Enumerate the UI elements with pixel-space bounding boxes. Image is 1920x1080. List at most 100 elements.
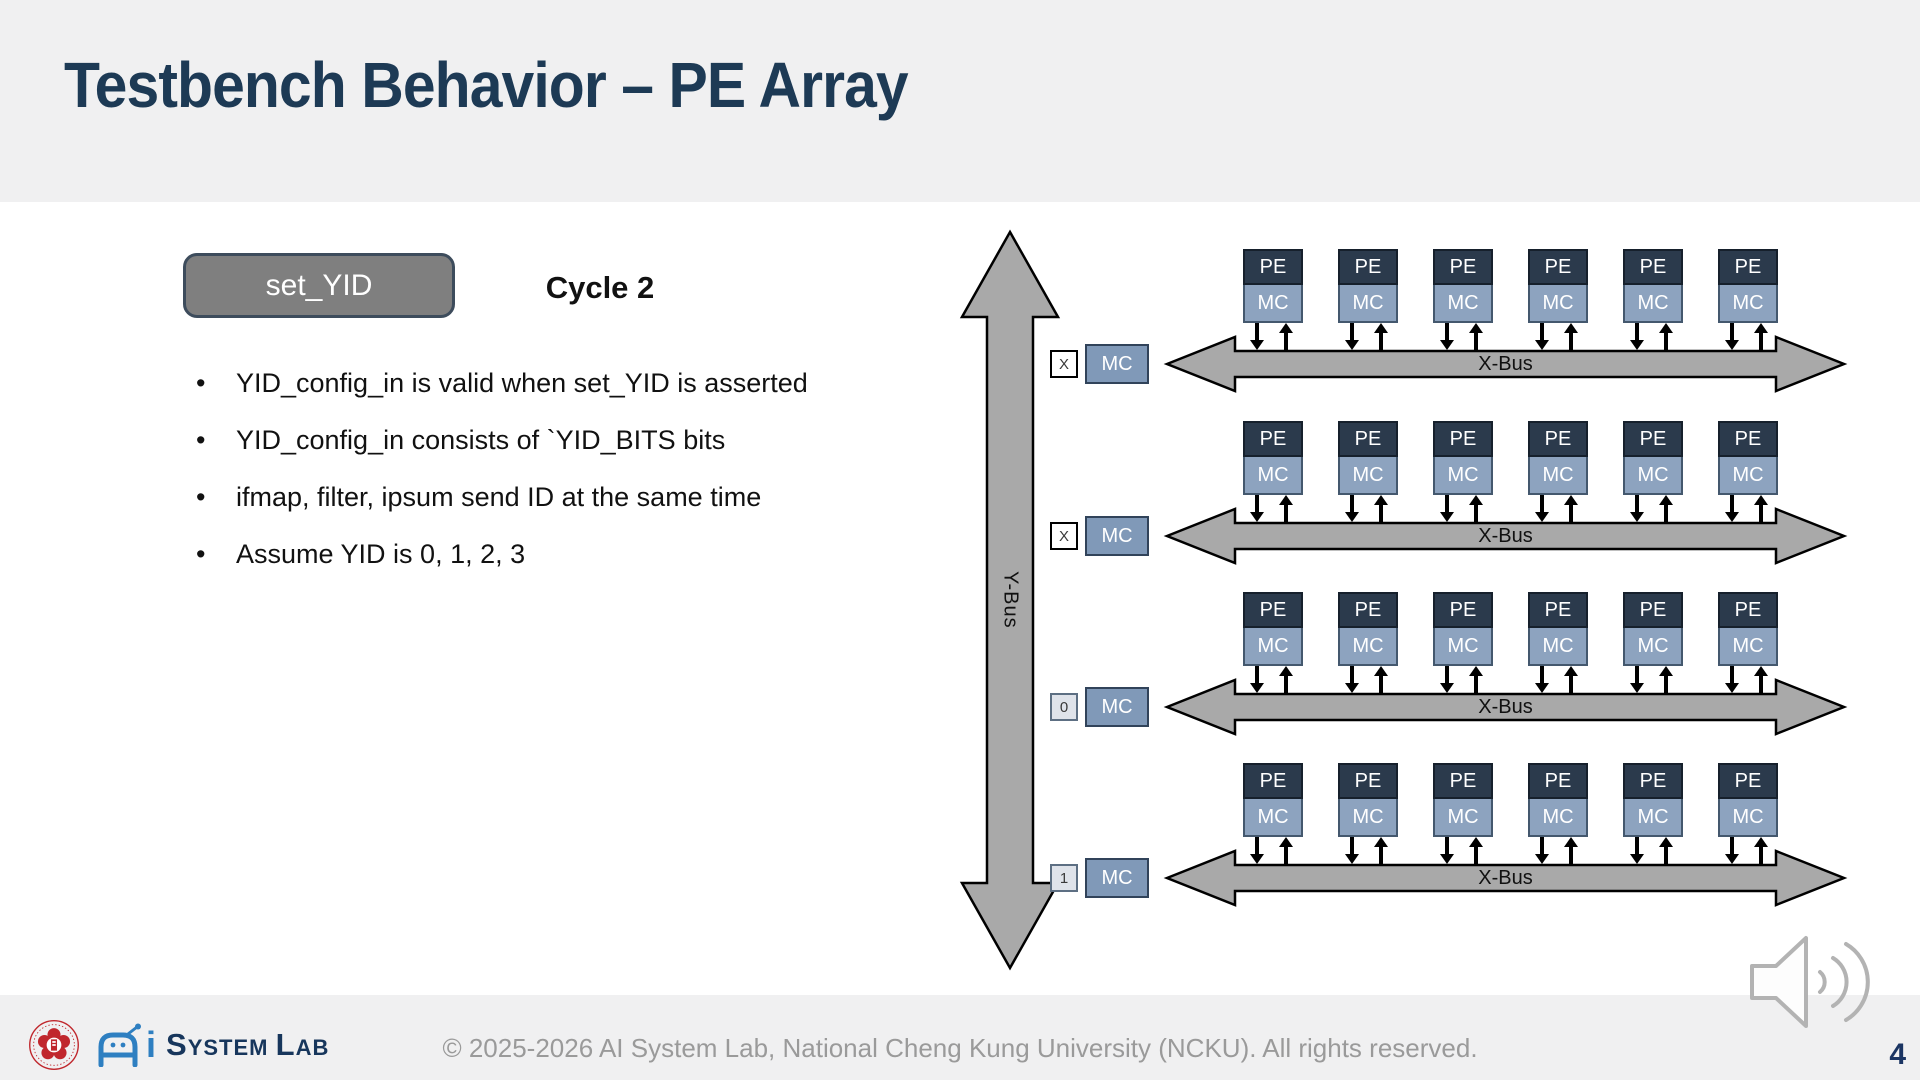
pe-block: PE (1338, 592, 1398, 628)
set-yid-shape: set_YID (183, 253, 455, 318)
pe-mc-stack: PE MC (1528, 249, 1588, 350)
pe-block: PE (1433, 592, 1493, 628)
arrow-up-icon (1659, 837, 1673, 864)
arrow-down-icon (1250, 837, 1264, 864)
arrow-up-icon (1469, 837, 1483, 864)
pe-mc-stack: PE MC (1338, 592, 1398, 693)
arrow-down-icon (1630, 837, 1644, 864)
arrow-up-icon (1564, 666, 1578, 693)
footer-band (0, 995, 1920, 1080)
arrow-up-icon (1279, 495, 1293, 522)
arrow-down-icon (1250, 666, 1264, 693)
copyright-text: © 2025-2026 AI System Lab, National Chen… (442, 1033, 1478, 1063)
y-bus-arrow: Y-Bus (959, 229, 1061, 971)
mc-block: MC (1243, 457, 1303, 495)
pe-row: PE MC PE MC PE MC PE MC (1050, 421, 1848, 565)
pe-row: PE MC PE MC PE MC PE MC (1050, 763, 1848, 907)
mc-block: MC (1433, 457, 1493, 495)
x-bus-label: X-Bus (1478, 867, 1533, 889)
mc-block: MC (1718, 285, 1778, 323)
arrow-down-icon (1345, 323, 1359, 350)
arrow-up-icon (1279, 666, 1293, 693)
header-band: Testbench Behavior – PE Array (0, 0, 1920, 202)
pe-block: PE (1718, 249, 1778, 285)
arrow-up-icon (1754, 837, 1768, 864)
ncku-seal (29, 1020, 79, 1070)
pe-mc-stack: PE MC (1243, 421, 1303, 522)
arrow-down-icon (1725, 323, 1739, 350)
mc-block: MC (1338, 799, 1398, 837)
robot-icon (98, 1023, 141, 1067)
bullet-item: ifmap, filter, ipsum send ID at the same… (190, 480, 970, 514)
pe-block: PE (1528, 592, 1588, 628)
logo-wordmark: SYSTEM LAB (166, 1027, 330, 1062)
x-bus-arrow (1163, 335, 1848, 393)
mc-block: MC (1433, 628, 1493, 666)
arrow-down-icon (1630, 495, 1644, 522)
arrow-down-icon (1630, 666, 1644, 693)
pe-mc-stack: PE MC (1243, 249, 1303, 350)
pe-block: PE (1528, 249, 1588, 285)
pe-block: PE (1338, 763, 1398, 799)
pe-block: PE (1718, 763, 1778, 799)
arrow-down-icon (1535, 323, 1549, 350)
mc-block: MC (1243, 628, 1303, 666)
bullet-list: YID_config_in is valid when set_YID is a… (190, 366, 970, 594)
row-tag: 1 (1050, 864, 1078, 892)
speaker-icon[interactable] (1742, 932, 1882, 1032)
pe-mc-stack: PE MC (1243, 763, 1303, 864)
x-bus-label: X-Bus (1478, 696, 1533, 718)
row-tag: 0 (1050, 693, 1078, 721)
arrow-up-icon (1659, 495, 1673, 522)
pe-mc-stack: PE MC (1433, 421, 1493, 522)
arrow-down-icon (1725, 495, 1739, 522)
bullet-item: Assume YID is 0, 1, 2, 3 (190, 537, 970, 571)
pe-block: PE (1433, 421, 1493, 457)
page-title: Testbench Behavior – PE Array (64, 49, 909, 121)
arrow-up-icon (1469, 666, 1483, 693)
pe-block: PE (1243, 421, 1303, 457)
arrow-up-icon (1374, 323, 1388, 350)
pe-mc-stack: PE MC (1623, 249, 1683, 350)
arrow-up-icon (1659, 323, 1673, 350)
arrow-down-icon (1345, 495, 1359, 522)
arrow-down-icon (1345, 666, 1359, 693)
pe-mc-stack: PE MC (1718, 421, 1778, 522)
row-tag: X (1050, 350, 1078, 378)
mc-block: MC (1623, 799, 1683, 837)
x-bus-arrow (1163, 849, 1848, 907)
pe-mc-stack: PE MC (1338, 763, 1398, 864)
mc-block: MC (1528, 457, 1588, 495)
x-bus-arrow (1163, 678, 1848, 736)
pe-mc-stack: PE MC (1338, 421, 1398, 522)
pe-mc-stack: PE MC (1623, 592, 1683, 693)
arrow-down-icon (1535, 837, 1549, 864)
mc-block: MC (1528, 628, 1588, 666)
page-number: 4 (1889, 1038, 1906, 1071)
logo-i: i (146, 1024, 157, 1065)
mc-block: MC (1243, 285, 1303, 323)
arrow-up-icon (1754, 666, 1768, 693)
pe-block: PE (1243, 592, 1303, 628)
row-mc-block: MC (1085, 858, 1149, 898)
arrow-up-icon (1564, 837, 1578, 864)
pe-mc-stack: PE MC (1623, 763, 1683, 864)
pe-block: PE (1528, 763, 1588, 799)
arrow-down-icon (1440, 837, 1454, 864)
arrow-down-icon (1345, 837, 1359, 864)
arrow-up-icon (1279, 323, 1293, 350)
pe-block: PE (1433, 249, 1493, 285)
pe-block: PE (1338, 249, 1398, 285)
y-bus-arrow-shape (959, 229, 1061, 971)
arrow-down-icon (1630, 323, 1644, 350)
mc-block: MC (1338, 628, 1398, 666)
arrow-down-icon (1725, 666, 1739, 693)
arrow-down-icon (1535, 666, 1549, 693)
x-bus-label: X-Bus (1478, 525, 1533, 547)
pe-mc-stack: PE MC (1528, 763, 1588, 864)
arrow-down-icon (1440, 323, 1454, 350)
arrow-up-icon (1754, 495, 1768, 522)
pe-block: PE (1623, 421, 1683, 457)
pe-block: PE (1718, 421, 1778, 457)
